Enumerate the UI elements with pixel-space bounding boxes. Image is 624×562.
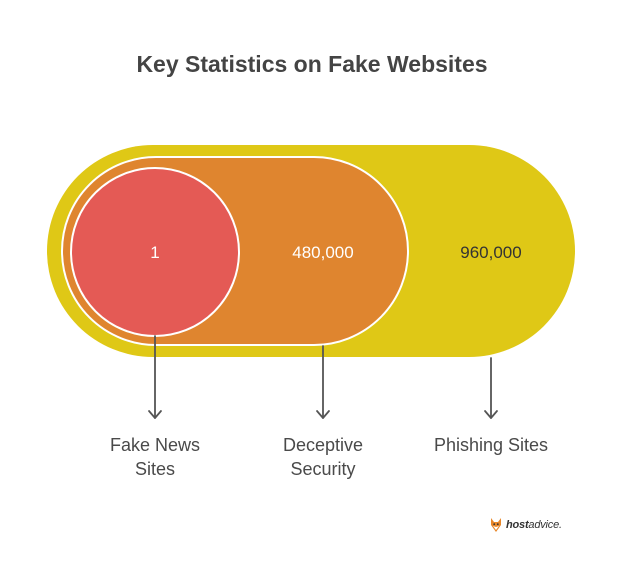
value-fake-news: 1 [150, 243, 159, 262]
logo-text-advice: advice. [528, 519, 562, 531]
label-fake-news-line1: Fake News [109, 435, 201, 455]
fox-logo-icon [491, 518, 501, 532]
label-fake-news: Fake News Sites [75, 433, 235, 481]
label-deceptive-security-line2: Security [290, 459, 356, 479]
value-phishing-sites: 960,000 [460, 243, 521, 262]
arrow-deceptive-security [316, 345, 330, 419]
label-fake-news-line2: Sites [134, 459, 176, 479]
page-title: Key Statistics on Fake Websites [136, 51, 488, 77]
label-phishing-sites: Phishing Sites [411, 433, 571, 457]
label-phishing-sites-line1: Phishing Sites [433, 435, 549, 455]
hostadvice-logo: hostadvice. [489, 516, 562, 534]
arrow-fake-news [148, 335, 162, 419]
logo-text: hostadvice. [506, 519, 562, 531]
label-deceptive-security: Deceptive Security [243, 433, 403, 481]
logo-text-host: host [506, 519, 529, 531]
label-deceptive-security-line1: Deceptive [282, 435, 364, 455]
arrow-phishing-sites [484, 357, 498, 419]
value-deceptive-security: 480,000 [292, 243, 353, 262]
